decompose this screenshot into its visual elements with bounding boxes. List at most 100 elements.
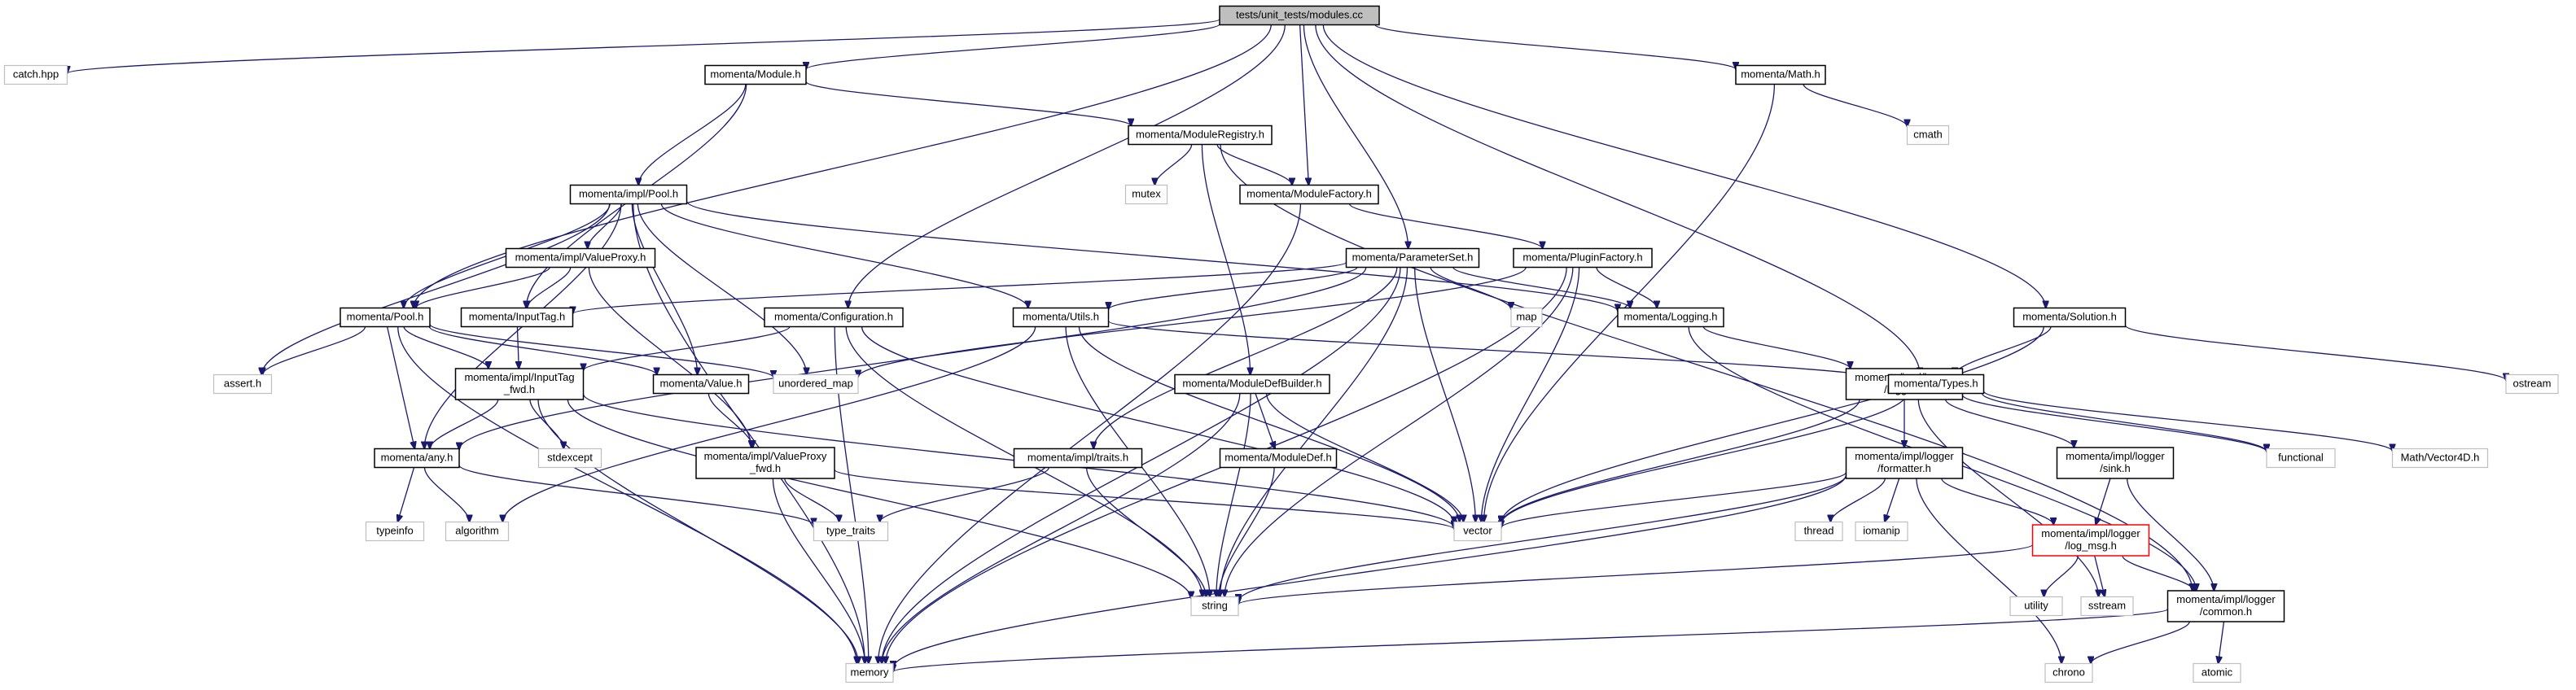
node-logging[interactable]: momenta/Logging.h xyxy=(1617,307,1724,328)
edge-moddefbuilder-to-vector xyxy=(1265,393,1464,522)
node-label-atomic: atomic xyxy=(2201,666,2233,679)
edge-implloggerlogger-to-functional xyxy=(1961,394,2267,452)
edge-paramset-to-utils xyxy=(1109,266,1358,310)
node-value[interactable]: momenta/Value.h xyxy=(652,373,750,395)
edge-utils-to-types xyxy=(1107,320,1889,381)
edge-valueproxy-to-valueproxyfwd xyxy=(588,267,751,448)
node-label-vector4d: Math/Vector4D.h xyxy=(2401,452,2480,464)
node-inputtag[interactable]: momenta/InputTag.h xyxy=(460,307,574,328)
node-label-utility: utility xyxy=(2024,600,2048,612)
edge-paramset-to-logging xyxy=(1452,266,1630,308)
edge-paramset-to-string xyxy=(1220,267,1408,597)
node-paramset[interactable]: momenta/ParameterSet.h xyxy=(1345,247,1480,269)
edge-moddefbuilder-to-memory xyxy=(882,393,1241,664)
node-label-functional: functional xyxy=(2278,452,2324,464)
node-box-traits xyxy=(1013,448,1143,469)
node-box-moddefbuilder xyxy=(1174,373,1330,395)
node-modfactory[interactable]: momenta/ModuleFactory.h xyxy=(1239,184,1379,205)
node-label-pluginfactory: momenta/PluginFactory.h xyxy=(1522,251,1642,264)
edge-implpool-to-value xyxy=(631,203,697,375)
node-sink[interactable]: momenta/impl/logger/sink.h xyxy=(2056,447,2175,479)
node-logmsg[interactable]: momenta/impl/logger/log_msg.h xyxy=(2031,524,2150,557)
node-box-unorderedmap xyxy=(773,373,859,395)
edge-logmsg-to-common xyxy=(2122,555,2194,591)
edge-formatter-to-chrono xyxy=(1916,478,2061,664)
edge-moddefbuilder-to-moddef xyxy=(1255,393,1275,449)
node-any[interactable]: momenta/any.h xyxy=(374,448,460,469)
node-label-common-line-2: /common.h xyxy=(2200,605,2252,618)
node-root: tests/unit_tests/modules.cc xyxy=(1219,5,1380,26)
edge-root-to-pool xyxy=(414,24,1272,308)
edge-logmsg-to-utility xyxy=(2044,555,2079,597)
node-assert: assert.h xyxy=(212,373,273,395)
edge-root-to-types xyxy=(1315,24,1920,375)
node-modreg[interactable]: momenta/ModuleRegistry.h xyxy=(1128,124,1273,146)
node-label-string: string xyxy=(1202,600,1228,612)
edge-types-to-vector xyxy=(1501,393,1908,524)
edge-inputtag-to-inputtagfwd xyxy=(517,326,519,369)
node-label-map: map xyxy=(1516,311,1536,323)
edge-valueproxy-to-inputtag xyxy=(527,267,572,308)
edge-solution-to-vector xyxy=(1501,326,2044,523)
edge-pool-to-value xyxy=(428,325,656,375)
node-valueproxy[interactable]: momenta/impl/ValueProxy.h xyxy=(505,247,656,269)
node-thread: thread xyxy=(1794,521,1843,542)
node-utils[interactable]: momenta/Utils.h xyxy=(1012,307,1110,328)
node-valueproxyfwd[interactable]: momenta/impl/ValueProxy_fwd.h xyxy=(695,447,835,479)
node-typetraits: type_traits xyxy=(813,521,889,542)
node-label-types: momenta/Types.h xyxy=(1894,378,1978,390)
node-box-iomanip xyxy=(1855,521,1908,542)
edge-utils-to-vector xyxy=(1078,326,1459,522)
node-box-moddef xyxy=(1219,448,1338,469)
edge-paramset-to-inputtag xyxy=(573,261,1347,313)
edge-traits-to-string xyxy=(1085,467,1207,597)
edge-sink-to-logmsg xyxy=(2096,478,2111,525)
node-moddef[interactable]: momenta/ModuleDef.h xyxy=(1219,448,1338,469)
node-memory: memory xyxy=(845,662,894,683)
node-formatter[interactable]: momenta/impl/logger/formatter.h xyxy=(1845,447,1964,479)
edge-value-to-valueproxyfwd xyxy=(708,393,752,448)
edge-logmsg-to-string xyxy=(1238,544,2034,604)
edge-formatter-to-logmsg xyxy=(1941,478,2053,525)
node-label-sink-line-2: /sink.h xyxy=(2100,462,2131,474)
node-box-typetraits xyxy=(813,521,889,542)
node-module[interactable]: momenta/Module.h xyxy=(704,64,807,85)
node-box-vector4d xyxy=(2391,448,2489,469)
node-types[interactable]: momenta/Types.h xyxy=(1887,373,1985,395)
node-common[interactable]: momenta/impl/logger/common.h xyxy=(2166,590,2285,622)
edge-logging-to-implloggerlogger xyxy=(1702,326,1850,369)
node-unorderedmap: unordered_map xyxy=(773,373,859,395)
node-pool[interactable]: momenta/Pool.h xyxy=(340,307,431,328)
node-label-modreg: momenta/ModuleRegistry.h xyxy=(1136,129,1264,141)
node-implpool[interactable]: momenta/impl/Pool.h xyxy=(569,184,688,205)
node-box-ostream xyxy=(2505,373,2559,395)
edge-pool-to-inputtagfwd xyxy=(403,326,488,369)
node-math[interactable]: momenta/Math.h xyxy=(1735,64,1826,85)
edge-root-to-math xyxy=(1374,24,1736,70)
node-pluginfactory[interactable]: momenta/PluginFactory.h xyxy=(1513,247,1653,269)
node-solution[interactable]: momenta/Solution.h xyxy=(2013,307,2127,328)
edge-module-to-modreg xyxy=(805,81,1131,125)
edge-root-to-module xyxy=(806,24,1220,69)
edge-valueproxyfwd-to-vector xyxy=(834,469,1454,529)
edge-modreg-to-modfactory xyxy=(1216,144,1292,186)
node-label-module: momenta/Module.h xyxy=(710,68,800,81)
node-config[interactable]: momenta/Configuration.h xyxy=(764,307,904,328)
edge-root-to-solution xyxy=(1322,24,2045,308)
edge-formatter-to-memory xyxy=(893,474,1847,669)
edge-pluginfactory-to-string xyxy=(1224,267,1574,597)
node-box-math xyxy=(1735,64,1826,85)
node-label-any: momenta/any.h xyxy=(381,452,453,464)
node-moddefbuilder[interactable]: momenta/ModuleDefBuilder.h xyxy=(1174,373,1330,395)
edge-root-to-catch xyxy=(68,19,1220,74)
node-box-paramset xyxy=(1345,247,1480,269)
node-box-common xyxy=(2166,590,2285,622)
node-label-valueproxyfwd-line-2: _fwd.h xyxy=(749,462,781,474)
node-box-sink xyxy=(2056,447,2175,479)
node-inputtagfwd[interactable]: momenta/impl/InputTag_fwd.h xyxy=(454,368,585,400)
edge-pool-to-unorderedmap xyxy=(429,323,773,378)
node-box-algorithm xyxy=(445,521,510,542)
node-box-root xyxy=(1219,5,1380,26)
node-traits[interactable]: momenta/impl/traits.h xyxy=(1013,448,1143,469)
